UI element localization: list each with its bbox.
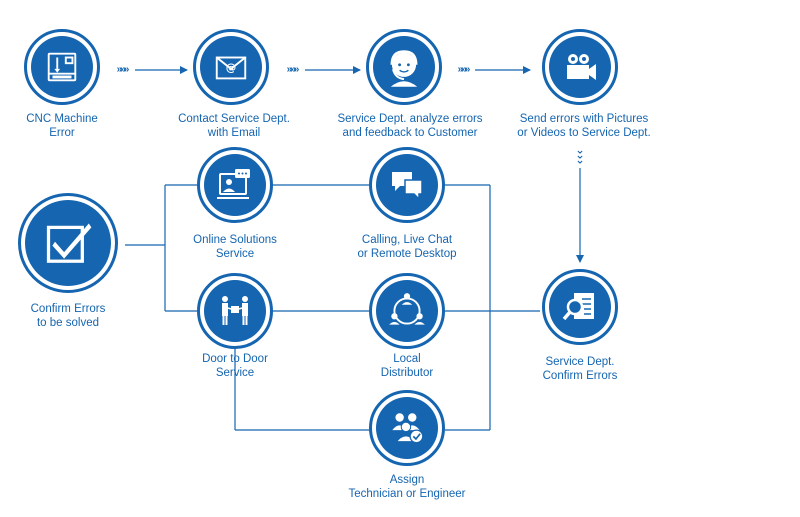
node-calling-chat bbox=[369, 147, 445, 223]
network-people-icon bbox=[389, 293, 425, 325]
delivery-people-icon bbox=[222, 296, 248, 325]
node-local-distributor bbox=[369, 273, 445, 349]
team-check-icon bbox=[392, 413, 424, 444]
node-cnc-error bbox=[24, 29, 100, 105]
node-send-media bbox=[542, 29, 618, 105]
node-confirm-errors bbox=[542, 269, 618, 345]
email-icon: @ bbox=[215, 56, 247, 80]
node-online-solutions bbox=[197, 147, 273, 223]
node-contact-email: @ bbox=[193, 29, 269, 105]
node-analyze-errors bbox=[366, 29, 442, 105]
node-door-to-door bbox=[197, 273, 273, 349]
label-confirm-errors: Service Dept. Confirm Errors bbox=[542, 356, 618, 382]
label-online-solutions: Online Solutions Service bbox=[193, 234, 277, 260]
chat-bubbles-icon bbox=[392, 172, 423, 201]
label-contact-email: Contact Service Dept. with Email bbox=[178, 113, 290, 139]
label-assign-tech: Assign Technician or Engineer bbox=[348, 474, 466, 500]
label-calling-chat: Calling, Live Chat or Remote Desktop bbox=[357, 234, 457, 260]
checkmark-icon bbox=[46, 223, 92, 263]
label-cnc-error: CNC Machine Error bbox=[26, 113, 98, 139]
video-camera-icon bbox=[567, 54, 596, 80]
svg-text:@: @ bbox=[226, 62, 236, 74]
node-confirm-solved bbox=[18, 193, 118, 293]
cnc-machine-icon bbox=[47, 52, 77, 82]
label-confirm-solved: Confirm Errors to be solved bbox=[30, 303, 106, 329]
chevrons-right-2: »»» bbox=[286, 64, 300, 75]
label-local-distributor: Local Distributor bbox=[380, 353, 434, 379]
online-service-icon bbox=[217, 169, 250, 199]
support-agent-icon bbox=[390, 50, 418, 87]
label-analyze-errors: Service Dept. analyze errors and feedbac… bbox=[337, 113, 483, 139]
chevrons-down: ⌄⌄⌄ bbox=[575, 144, 585, 167]
label-send-media: Send errors with Pictures or Videos to S… bbox=[517, 113, 651, 139]
label-door-to-door: Door to Door Service bbox=[202, 353, 268, 379]
chevrons-right-1: »»» bbox=[116, 64, 130, 75]
node-assign-tech bbox=[369, 390, 445, 466]
document-search-icon bbox=[562, 293, 594, 321]
chevrons-right-3: »»» bbox=[457, 64, 471, 75]
